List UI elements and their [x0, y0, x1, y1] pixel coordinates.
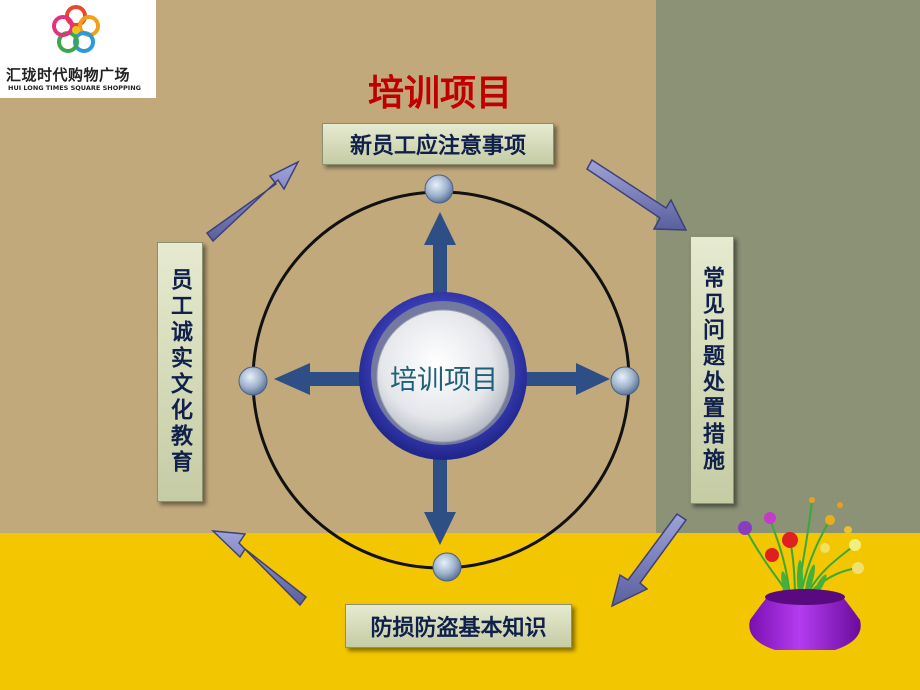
node-top-icon	[424, 174, 454, 204]
logo: 汇珑时代购物广场 HUI LONG TIMES SQUARE SHOPPING	[0, 0, 156, 98]
hub-disc	[376, 309, 510, 443]
flower-vase-icon	[738, 497, 864, 650]
node-right-icon	[610, 366, 640, 396]
logo-name-en: HUI LONG TIMES SQUARE SHOPPING	[8, 84, 141, 92]
logo-name-cn: 汇珑时代购物广场	[6, 66, 131, 84]
flower-logo-icon	[52, 5, 100, 53]
node-left-icon	[238, 366, 268, 396]
cycle-arrows	[205, 158, 688, 608]
item-box-left: 员工诚实文化教育	[157, 242, 203, 502]
center-arrows	[274, 212, 610, 545]
item-box-top: 新员工应注意事项	[322, 123, 554, 165]
page-title: 培训项目	[367, 72, 512, 114]
center-label: 培训项目	[390, 365, 498, 396]
item-box-bottom: 防损防盗基本知识	[345, 604, 572, 648]
node-bottom-icon	[432, 552, 462, 582]
item-box-right: 常见问题处置措施	[690, 236, 734, 504]
